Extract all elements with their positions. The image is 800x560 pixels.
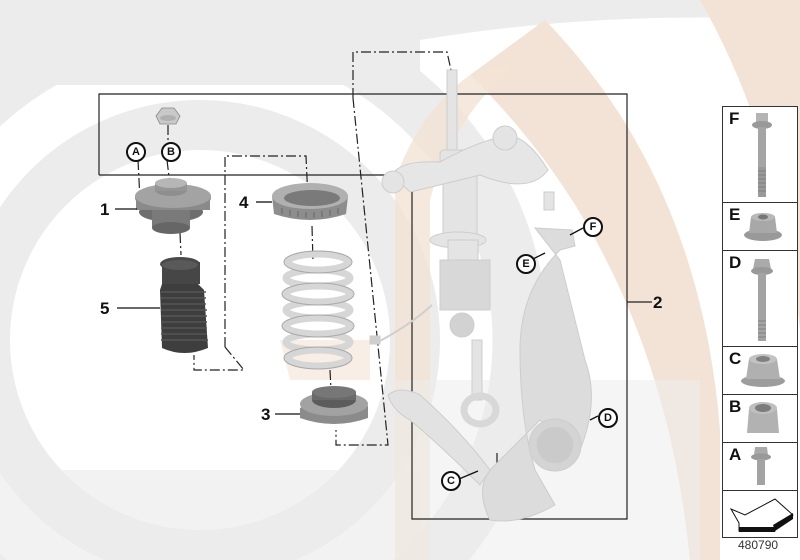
top-nut <box>155 107 181 125</box>
legend-direction <box>722 490 798 538</box>
strut-assembly <box>369 69 592 522</box>
flange-nut-icon <box>741 354 785 387</box>
hex-bolt-long-icon <box>751 259 773 341</box>
hex-bolt-short-icon <box>751 447 771 485</box>
callout-c: C <box>441 471 461 491</box>
legend-b-letter: B <box>729 397 742 416</box>
top-mount <box>135 178 211 234</box>
legend-d: D <box>722 250 798 346</box>
callout-1: 1 <box>100 200 110 219</box>
legend-c: C <box>722 346 798 394</box>
lower-spring-seat <box>300 386 368 424</box>
legend-a-letter: A <box>729 445 742 464</box>
dust-boot <box>160 257 208 353</box>
callout-b: B <box>161 142 181 162</box>
legend-c-letter: C <box>729 349 742 368</box>
legend-e-letter: E <box>729 205 741 224</box>
upper-spring-seat <box>272 183 348 220</box>
legend-d-letter: D <box>729 253 742 272</box>
callout-2: 2 <box>653 293 663 312</box>
legend-a: A <box>722 442 798 490</box>
coil-spring-edges <box>281 250 355 370</box>
callout-e: E <box>516 254 536 274</box>
callout-5: 5 <box>100 299 110 318</box>
coil-spring <box>282 250 354 370</box>
callout-a: A <box>126 142 146 162</box>
callout-4: 4 <box>239 193 249 212</box>
legend-e: E <box>722 202 798 250</box>
arrow-down-left-icon <box>729 498 794 532</box>
callout-f: F <box>583 217 603 237</box>
assembly-lines <box>137 51 498 475</box>
legend-f-letter: F <box>729 109 740 128</box>
legend-b: B <box>722 394 798 442</box>
callout-d: D <box>598 408 618 428</box>
legend-f: F <box>722 106 798 202</box>
callout-3: 3 <box>261 405 271 424</box>
torx-bolt-icon <box>752 113 772 197</box>
collar-nut-icon <box>744 213 782 241</box>
callout-leaders <box>115 201 599 480</box>
lock-nut-icon <box>747 402 779 433</box>
diagram-number: 480790 <box>738 538 779 552</box>
